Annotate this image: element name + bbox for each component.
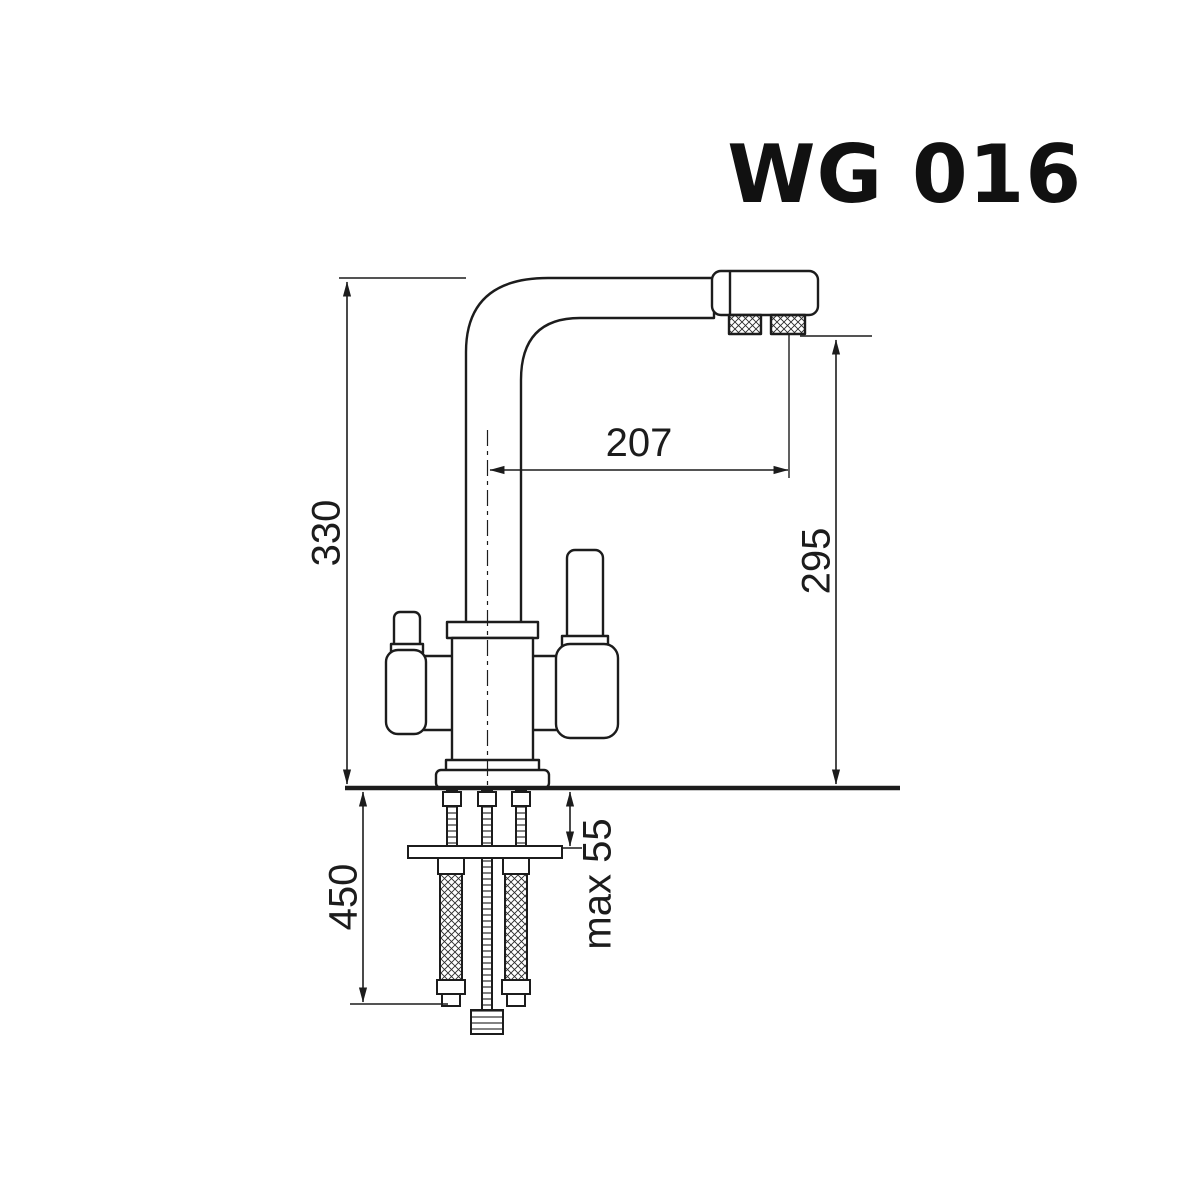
left-valve-cap [384,648,428,736]
right-valve-cap [554,642,620,740]
supply-hose-left [436,857,466,1007]
aerator-outlet-right [769,313,807,336]
mounting-bracket [407,845,563,859]
supply-hose-right [501,857,531,1007]
dimension-lines [339,277,872,1005]
dimension-spout-height [800,335,872,785]
product-title: WG 016 [727,128,1082,221]
dimension-max-thickness [562,791,582,849]
mounting-studs [442,789,531,847]
center-stud [470,857,504,1035]
mounting-hardware [407,789,563,1035]
dimension-overall-height [339,277,466,785]
dimension-label-450: 450 [322,864,366,931]
aerator-outlet-left [727,313,763,336]
dimension-label-max-55: max 55 [576,818,620,949]
dimension-label-295: 295 [795,528,839,595]
faucet-outline [384,269,820,790]
base-plate [434,768,551,790]
dimension-under-counter-length [350,791,448,1005]
dimension-label-207: 207 [606,421,673,465]
body-top-flange [445,620,540,640]
faucet-body [450,636,535,764]
dimension-label-330: 330 [305,500,349,567]
dimension-spout-reach [489,334,790,478]
spout-head [710,269,820,317]
left-valve-arm [422,654,456,732]
